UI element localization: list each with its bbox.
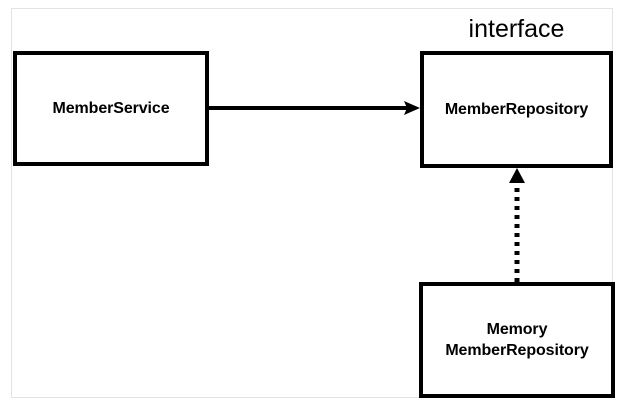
class-box-memory-member-repository[interactable]: Memory MemberRepository (419, 282, 615, 398)
interface-stereotype-label: interface (468, 15, 565, 43)
class-name-memory-member-repository: Memory MemberRepository (445, 319, 588, 361)
class-box-member-repository[interactable]: MemberRepository (420, 51, 613, 168)
class-name-member-service: MemberService (52, 100, 170, 117)
class-box-member-service[interactable]: MemberService (13, 51, 209, 166)
class-name-line-1: Memory (486, 321, 548, 338)
class-name-member-repository: MemberRepository (444, 101, 589, 118)
class-name-line-2: MemberRepository (445, 342, 589, 359)
